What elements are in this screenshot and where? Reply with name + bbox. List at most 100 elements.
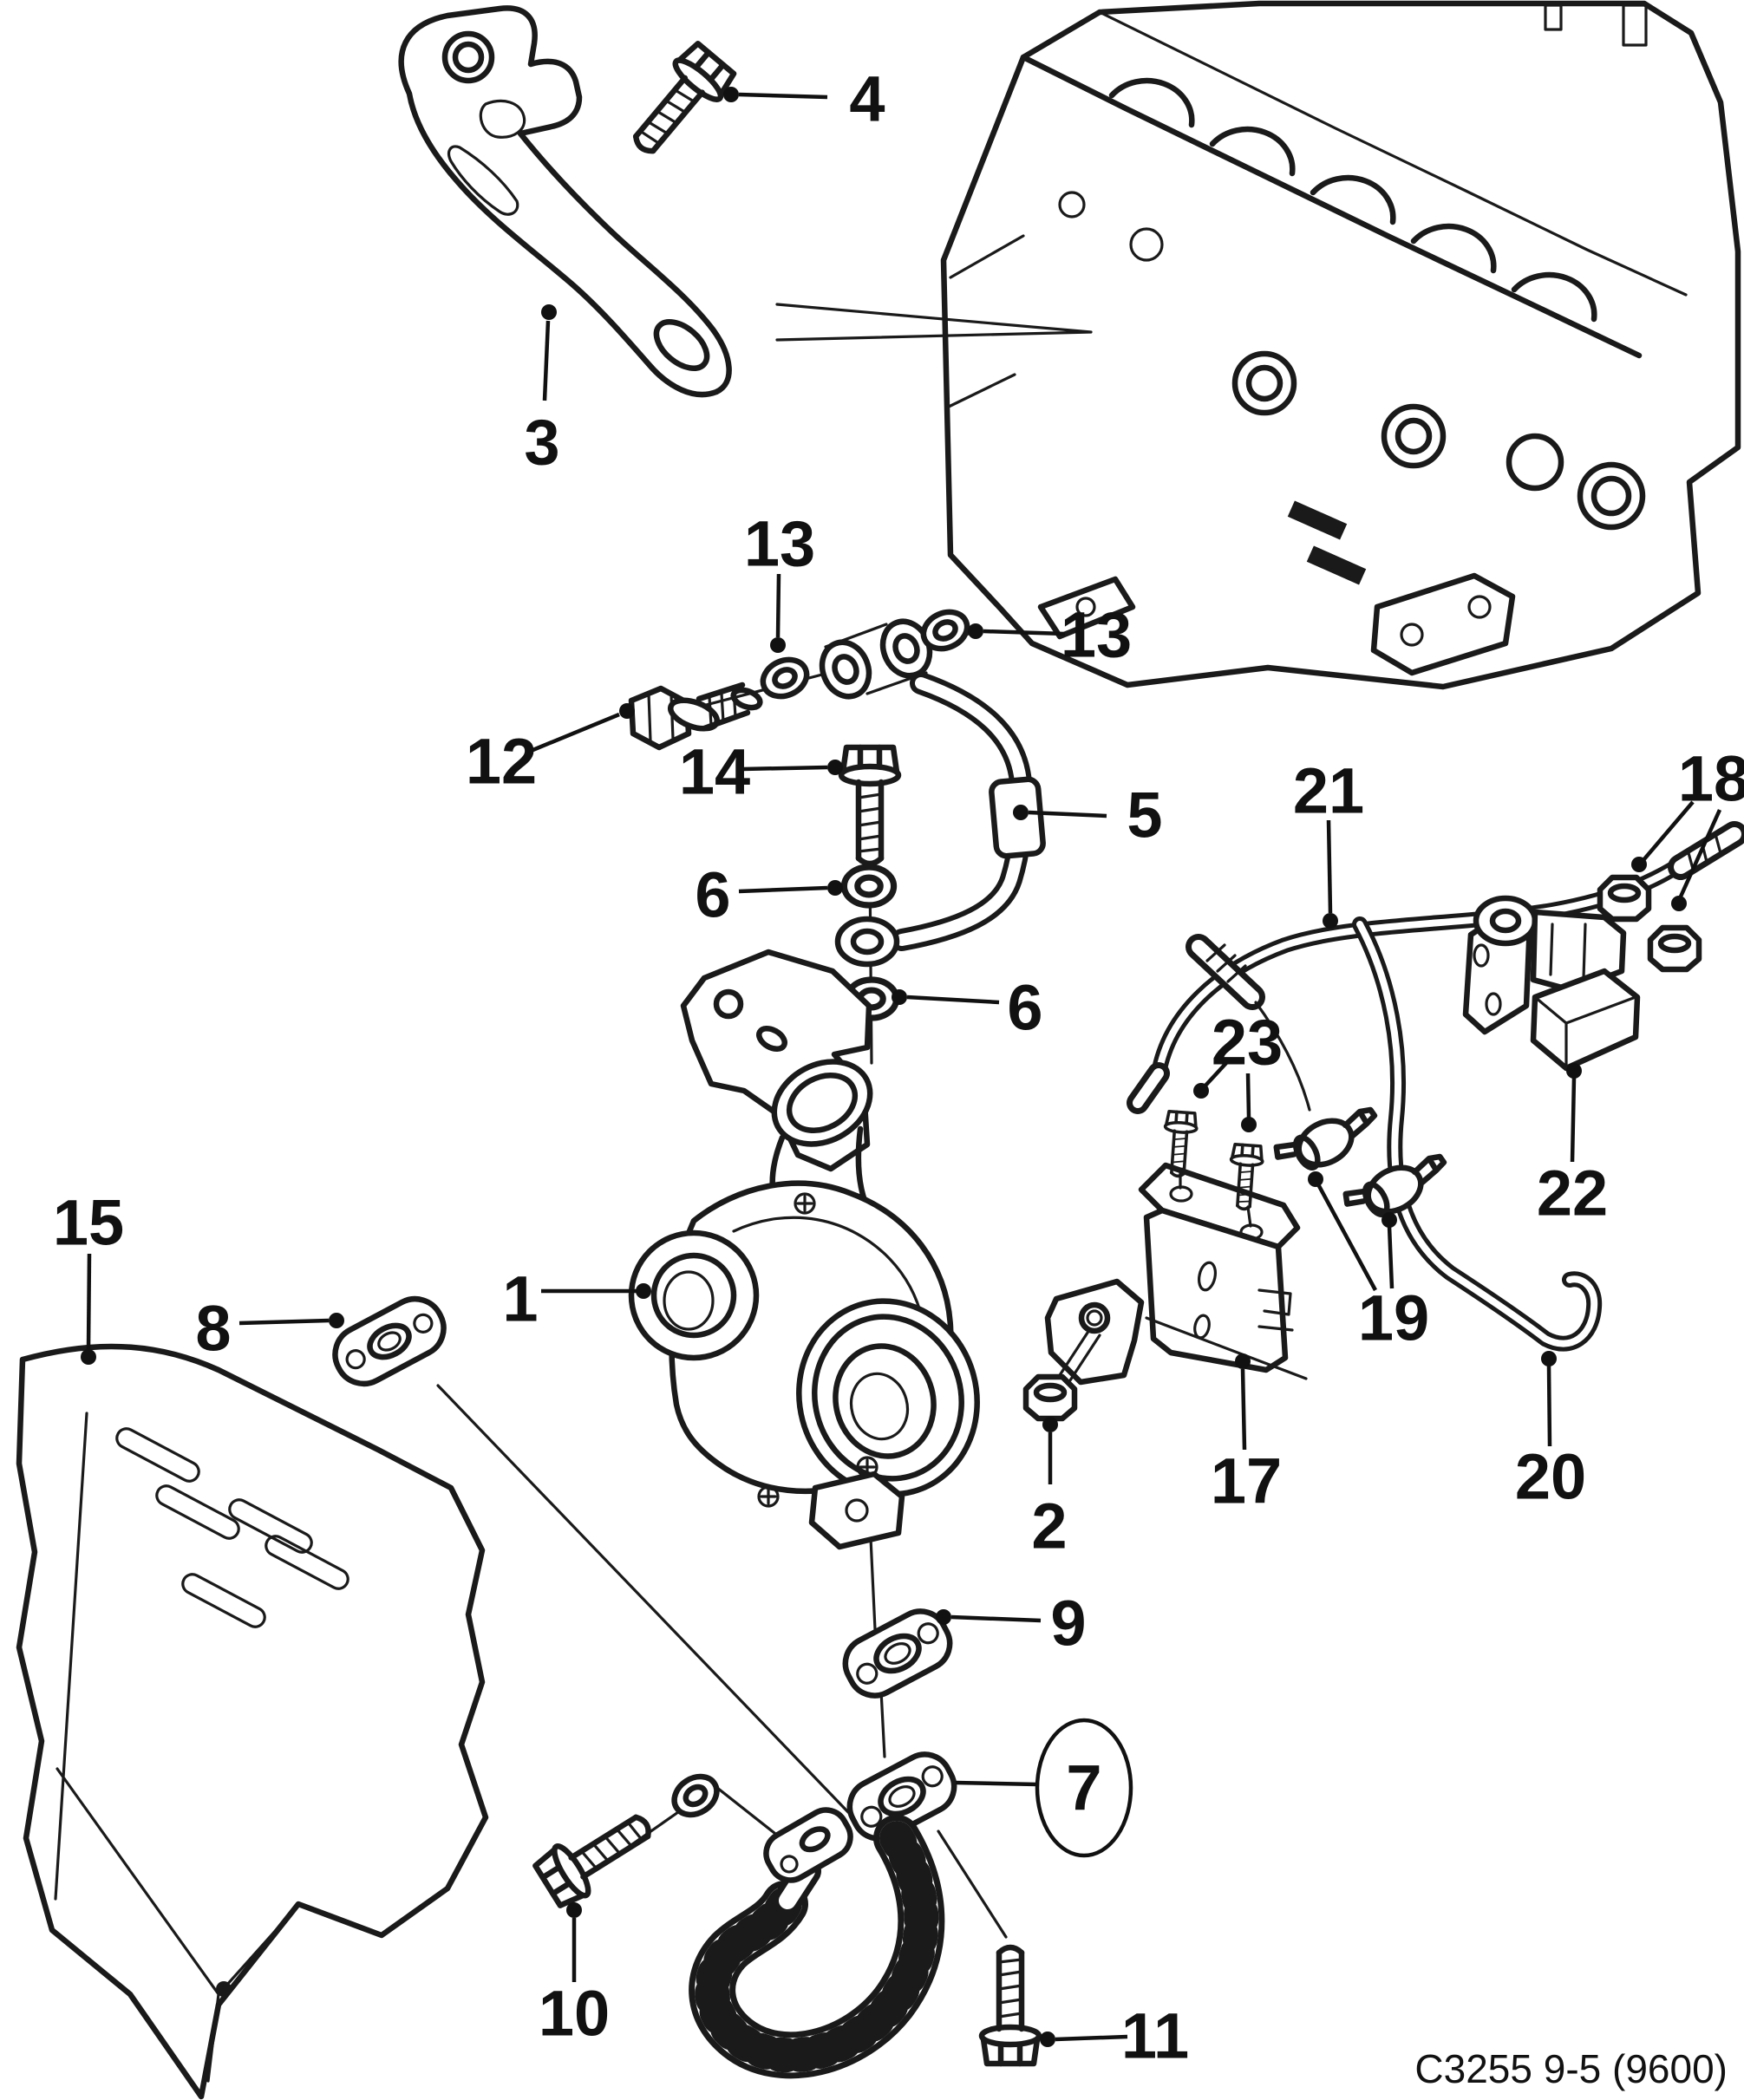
- callout-6[interactable]: 6: [695, 859, 843, 931]
- solenoid-valve: [1462, 895, 1641, 1072]
- callout-6[interactable]: 6: [892, 972, 1043, 1044]
- callout-number: 7: [1066, 1752, 1101, 1824]
- leader-dot: [1040, 2032, 1055, 2047]
- callout-number: 8: [195, 1293, 231, 1365]
- callout-number: 23: [1212, 1007, 1283, 1079]
- callout-19[interactable]: 19: [1308, 1171, 1429, 1354]
- callout-14[interactable]: 14: [679, 736, 843, 808]
- callout-number: 2: [1031, 1490, 1067, 1562]
- check-valve-19a: [1273, 1099, 1384, 1183]
- turbocharger: [628, 949, 1145, 1550]
- callout-number: 5: [1127, 779, 1162, 851]
- leader-dot: [1013, 805, 1029, 820]
- leader-dot: [1241, 1117, 1257, 1132]
- leader-dot: [1671, 896, 1687, 911]
- leader-dot: [1323, 913, 1338, 929]
- callout-21[interactable]: 21: [1293, 755, 1364, 929]
- vacuum-control-group: [1127, 821, 1744, 1380]
- oil-feed-assembly: [628, 605, 1046, 1065]
- callout-number: 21: [1293, 755, 1364, 827]
- callout-22[interactable]: 22: [1537, 1063, 1608, 1229]
- drain-bolt-11: [982, 1947, 1039, 2064]
- leader-dot: [1042, 1417, 1058, 1432]
- leader-dot: [1631, 857, 1647, 872]
- callout-number: 20: [1515, 1441, 1586, 1513]
- leader-dot: [329, 1313, 344, 1328]
- callout-18[interactable]: 18: [1631, 743, 1744, 912]
- banjo-bolt: [628, 682, 763, 751]
- callout-number: 6: [695, 859, 730, 931]
- leader-dot: [1541, 1351, 1557, 1366]
- gasket-7: [846, 1751, 957, 1842]
- nut-2: [1026, 1377, 1074, 1418]
- callout-12[interactable]: 12: [466, 703, 635, 798]
- callout-3[interactable]: 3: [524, 304, 560, 479]
- leader-dot: [936, 1609, 951, 1625]
- leader-dot: [636, 1283, 651, 1299]
- callout-10[interactable]: 10: [539, 1902, 610, 2050]
- nut-18b: [1650, 928, 1699, 969]
- pipe-bolt-14: [841, 747, 898, 864]
- drain-bolt-10: [532, 1800, 662, 1910]
- mounting-bracket: [398, 5, 732, 398]
- callout-11[interactable]: 11: [1040, 2000, 1189, 2072]
- callout-2[interactable]: 2: [1031, 1417, 1068, 1562]
- callout-1[interactable]: 1: [502, 1263, 651, 1335]
- callout-number: 6: [1007, 972, 1042, 1044]
- leader-dot: [723, 87, 739, 102]
- pointer-lines: [775, 303, 1093, 342]
- callout-number: 19: [1358, 1282, 1429, 1354]
- callout-number: 22: [1537, 1158, 1608, 1229]
- callout-13[interactable]: 13: [968, 599, 1132, 671]
- callout-number: 12: [466, 726, 537, 798]
- callout-number: 13: [1061, 599, 1132, 671]
- callout-4[interactable]: 4: [723, 63, 885, 135]
- callout-7[interactable]: 7: [955, 1718, 1133, 1858]
- callout-20[interactable]: 20: [1515, 1351, 1586, 1513]
- leader-dot: [1235, 1353, 1251, 1369]
- washer-6a: [844, 867, 893, 905]
- callout-number: 18: [1678, 743, 1744, 815]
- callout-number: 11: [1121, 2000, 1189, 2072]
- figure-caption: C3255 9-5 (9600): [1414, 2046, 1728, 2091]
- nut-18a: [1600, 877, 1649, 919]
- callout-number: 4: [849, 63, 885, 135]
- leader-dot: [1308, 1171, 1323, 1187]
- leader-dot: [770, 637, 786, 653]
- leader-dot: [827, 880, 843, 896]
- diagram-artwork: [16, 0, 1744, 2100]
- callout-circle: [1035, 1718, 1133, 1858]
- callout-number: 13: [744, 508, 815, 580]
- callout-number: 10: [539, 1978, 610, 2050]
- heat-shield: [16, 1343, 489, 2100]
- callout-13[interactable]: 13: [744, 508, 815, 654]
- callout-number: 15: [53, 1187, 124, 1259]
- washer-13a: [757, 653, 813, 703]
- callout-23[interactable]: 23: [1193, 1007, 1283, 1133]
- callout-17[interactable]: 17: [1211, 1353, 1282, 1517]
- callout-15[interactable]: 15: [53, 1187, 124, 1366]
- leader-dot: [1193, 1083, 1209, 1099]
- callout-5[interactable]: 5: [1013, 779, 1163, 851]
- leader-dot: [1566, 1063, 1582, 1079]
- callout-number: 1: [502, 1263, 538, 1335]
- callout-number: 14: [679, 736, 750, 808]
- callout-8[interactable]: 8: [195, 1293, 344, 1365]
- engine-assembly: [940, 0, 1741, 690]
- callout-9[interactable]: 9: [936, 1588, 1087, 1660]
- callout-number: 3: [524, 407, 559, 479]
- leader-dot: [566, 1902, 582, 1918]
- turbo-gasket-8: [332, 1295, 850, 1814]
- leader-dot: [81, 1349, 96, 1365]
- solenoid-bracket: [1138, 1162, 1308, 1380]
- leader-dot: [619, 703, 635, 719]
- bracket-bolt: [619, 40, 738, 166]
- leader-dot: [827, 760, 843, 775]
- oil-return-assembly: [532, 1536, 1039, 2079]
- leader-dot: [968, 623, 983, 639]
- callout-number: 9: [1050, 1588, 1086, 1660]
- leader-dot: [541, 304, 557, 320]
